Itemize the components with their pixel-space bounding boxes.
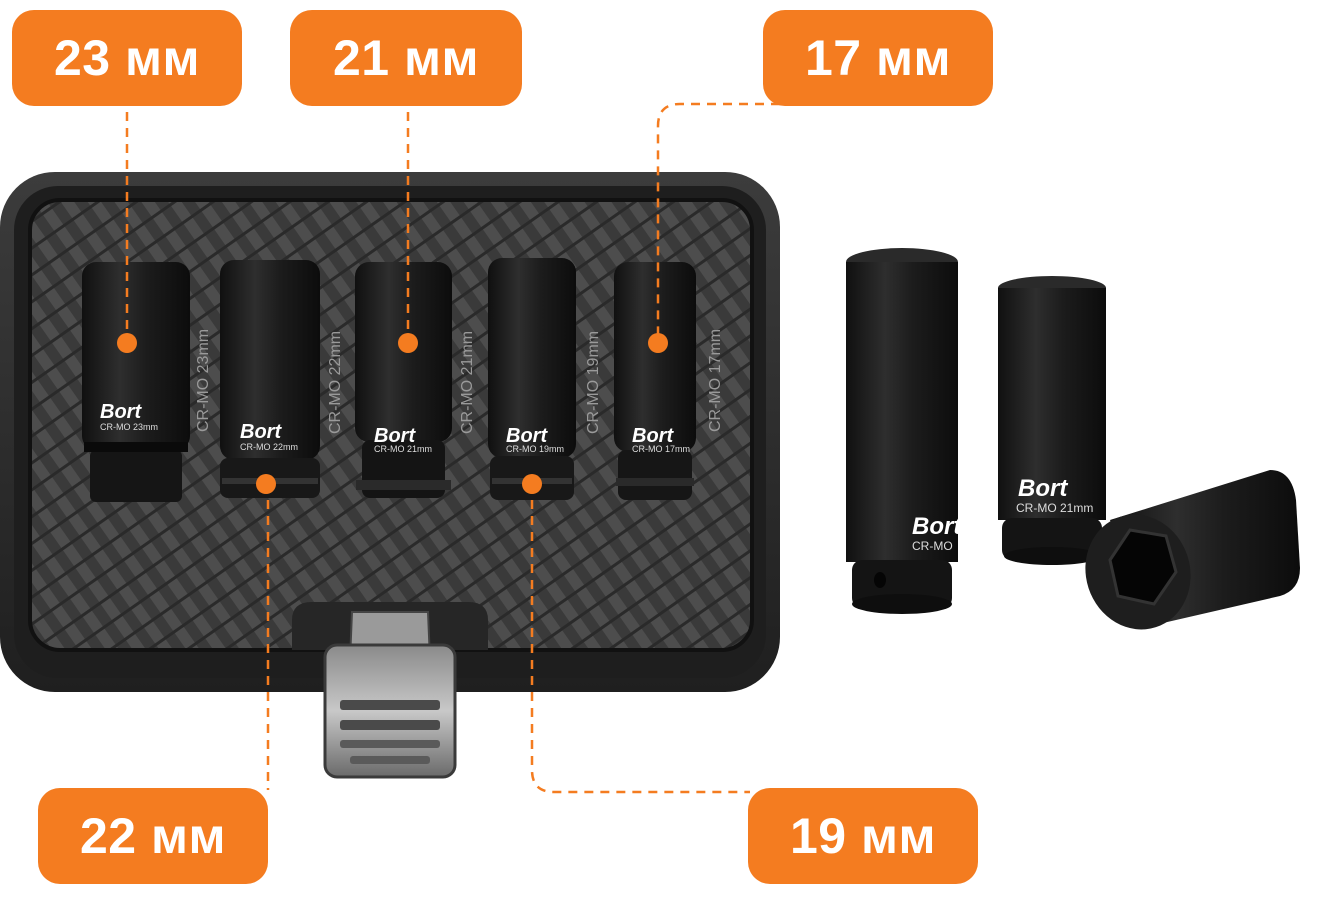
loose-socket-tall bbox=[846, 248, 958, 614]
socket-19mm bbox=[488, 258, 576, 500]
leader-lines bbox=[125, 102, 780, 794]
case-clasp bbox=[323, 611, 457, 779]
marker-dot-17mm bbox=[648, 333, 668, 353]
socket-21mm-brand: Bort bbox=[374, 425, 416, 447]
socket-19mm-brand: Bort bbox=[506, 425, 548, 447]
socket-22mm bbox=[220, 260, 320, 498]
size-label-19mm: 19 мм bbox=[748, 788, 978, 884]
socket-17mm-side-text: CR-MO 17mm bbox=[707, 329, 724, 432]
marker-dot-21mm bbox=[398, 333, 418, 353]
socket-21mm-side-text: CR-MO 21mm bbox=[459, 331, 476, 434]
socket-23mm bbox=[82, 262, 190, 502]
loose-socket-tall-front-text: CR-MO bbox=[912, 539, 953, 553]
socket-19mm-front-text: CR-MO 19mm bbox=[506, 444, 564, 454]
loose-socket-21mm-front-text: CR-MO 21mm bbox=[1016, 501, 1093, 515]
marker-dot-23mm bbox=[117, 333, 137, 353]
loose-socket-tall-brand: Bort bbox=[912, 513, 962, 540]
socket-22mm-front-text: CR-MO 22mm bbox=[240, 442, 298, 452]
loose-socket-21mm bbox=[998, 276, 1106, 565]
socket-22mm-brand: Bort bbox=[240, 421, 282, 443]
marker-dot-19mm bbox=[522, 474, 542, 494]
size-label-22mm: 22 мм bbox=[38, 788, 268, 884]
marker-dot-22mm bbox=[256, 474, 276, 494]
socket-23mm-front-text: CR-MO 23mm bbox=[100, 422, 158, 432]
socket-21mm-front-text: CR-MO 21mm bbox=[374, 444, 432, 454]
socket-17mm bbox=[614, 262, 696, 500]
size-label-23mm: 23 мм bbox=[12, 10, 242, 106]
hex-opening-icon bbox=[1108, 528, 1178, 606]
loose-socket-lying bbox=[1085, 470, 1300, 630]
socket-19mm-side-text: CR-MO 19mm bbox=[585, 331, 602, 434]
socket-22mm-side-text: CR-MO 22mm bbox=[327, 331, 344, 434]
socket-17mm-front-text: CR-MO 17mm bbox=[632, 444, 690, 454]
socket-23mm-side-text: CR-MO 23mm bbox=[195, 329, 212, 432]
size-label-17mm: 17 мм bbox=[763, 10, 993, 106]
socket-17mm-brand: Bort bbox=[632, 425, 674, 447]
size-label-21mm: 21 мм bbox=[290, 10, 522, 106]
socket-23mm-brand: Bort bbox=[100, 401, 142, 423]
loose-socket-21mm-brand: Bort bbox=[1018, 475, 1068, 502]
socket-21mm bbox=[355, 262, 452, 498]
